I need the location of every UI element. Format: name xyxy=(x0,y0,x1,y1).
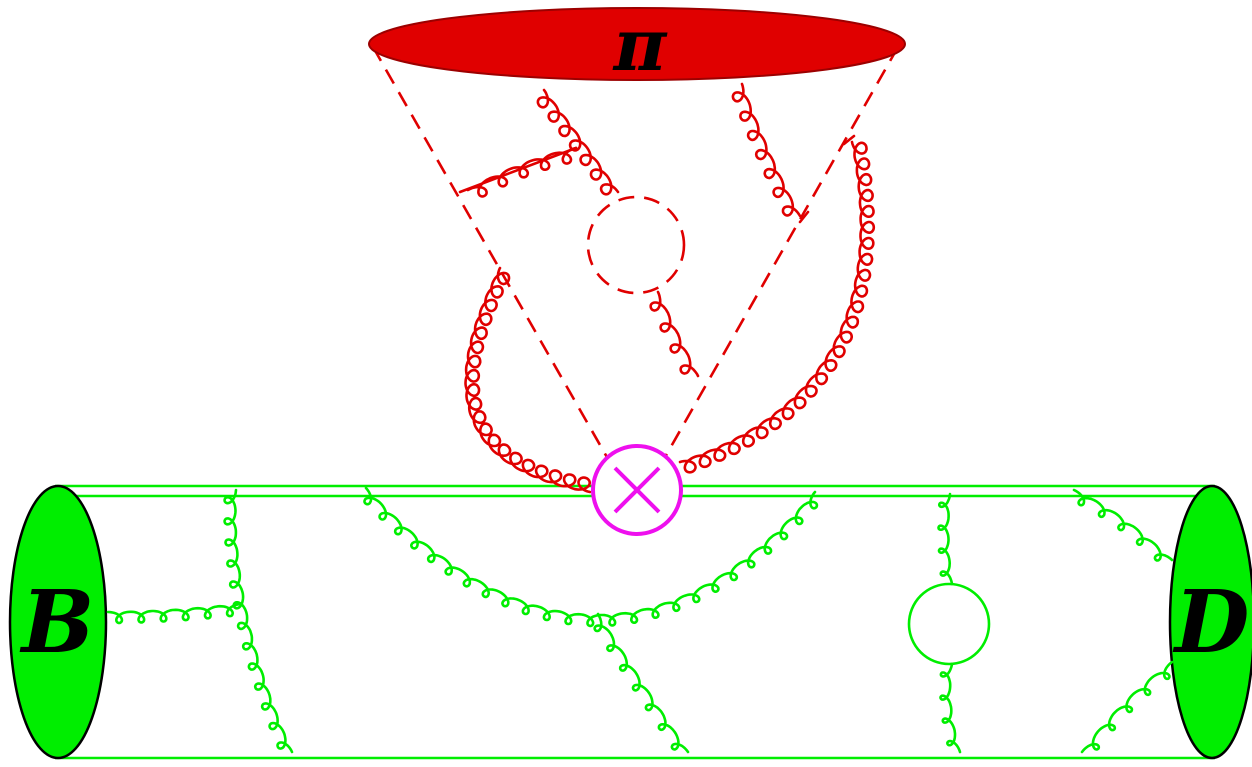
weak-vertex xyxy=(591,444,683,536)
d-meson: D xyxy=(1168,484,1252,760)
d-meson-ellipse xyxy=(1168,484,1252,760)
red-quark-loop xyxy=(586,195,686,295)
pion-label: π xyxy=(612,2,668,87)
vertex-cross-b xyxy=(613,466,661,514)
green-quark-loop xyxy=(907,582,991,666)
gluon-vertical-left xyxy=(223,488,294,754)
red-connector-2 xyxy=(798,210,810,224)
b-meson-ellipse xyxy=(8,484,108,760)
gluon-right-lower xyxy=(1080,660,1174,754)
gluon-right-arc xyxy=(678,140,876,474)
gluon-top-right xyxy=(731,82,802,218)
b-meson: B xyxy=(8,484,108,760)
gluon-left-arc xyxy=(464,266,592,494)
gluon-top-center xyxy=(536,88,620,196)
gluon-loop-lower xyxy=(939,662,962,754)
b-meson-label: B xyxy=(19,572,95,673)
gluon-top-left xyxy=(466,146,578,198)
gluon-b-to-junction xyxy=(106,602,242,625)
gluon-right-upper xyxy=(1072,488,1174,562)
d-meson-label: D xyxy=(1172,572,1250,673)
cone-right-line xyxy=(658,46,900,467)
collinear-gluon-lines xyxy=(458,82,876,494)
red-connector-0 xyxy=(458,146,578,194)
pion-ellipse xyxy=(368,7,906,81)
red-connector-1 xyxy=(842,134,856,146)
pion: π xyxy=(368,2,906,87)
gluon-long-arc xyxy=(363,486,819,628)
gluon-loop-upper xyxy=(937,492,954,586)
gluon-arc-to-bottom xyxy=(593,612,690,754)
gluon-loop-out xyxy=(649,290,700,378)
pion-cone xyxy=(371,46,900,467)
soft-gluon-lines xyxy=(106,486,1174,754)
cone-left-line xyxy=(371,46,614,467)
